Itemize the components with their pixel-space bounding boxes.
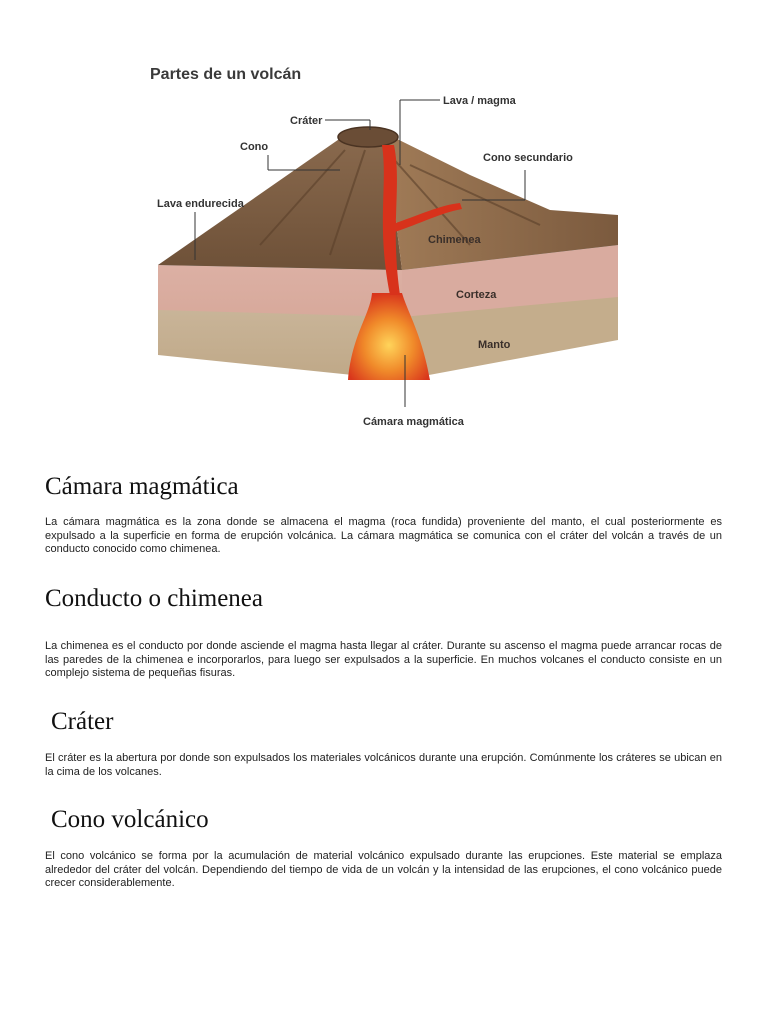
volcano-illustration: Partes de un volcán bbox=[150, 66, 618, 428]
secondary-conduit bbox=[390, 203, 462, 233]
label-lava-magma: Lava / magma bbox=[443, 95, 517, 107]
section-heading-camara: Cámara magmática bbox=[45, 473, 239, 500]
magma-chamber bbox=[348, 293, 430, 380]
label-secondary-cone: Cono secundario bbox=[483, 152, 573, 164]
section-text-camara: La cámara magmática es la zona donde se … bbox=[45, 516, 722, 556]
label-hardened-lava: Lava endurecida bbox=[157, 198, 245, 210]
cone-right-face bbox=[385, 133, 618, 270]
label-magma-chamber: Cámara magmática bbox=[363, 416, 465, 428]
cone-left-face bbox=[158, 133, 402, 270]
section-text-crater: El cráter es la abertura por donde son e… bbox=[45, 752, 722, 778]
section-heading-cono: Cono volcánico bbox=[51, 806, 209, 833]
chimney-conduit bbox=[382, 145, 400, 295]
section-text-chimenea: La chimenea es el conducto por donde asc… bbox=[45, 640, 722, 680]
label-chimney: Chimenea bbox=[428, 234, 481, 246]
crust-layer-left bbox=[158, 265, 402, 317]
label-crust: Corteza bbox=[456, 289, 497, 301]
crater bbox=[337, 126, 399, 148]
label-cone: Cono bbox=[240, 141, 268, 153]
volcano-diagram: Partes de un volcán bbox=[140, 55, 630, 435]
label-mantle: Manto bbox=[478, 339, 511, 351]
crust-layer-right bbox=[402, 245, 618, 317]
section-heading-chimenea: Conducto o chimenea bbox=[45, 585, 263, 612]
label-crater: Cráter bbox=[290, 115, 323, 127]
section-text-cono: El cono volcánico se forma por la acumul… bbox=[45, 850, 722, 890]
diagram-title: Partes de un volcán bbox=[150, 66, 301, 83]
mantle-layer-left bbox=[158, 295, 402, 380]
section-heading-crater: Cráter bbox=[51, 708, 114, 735]
